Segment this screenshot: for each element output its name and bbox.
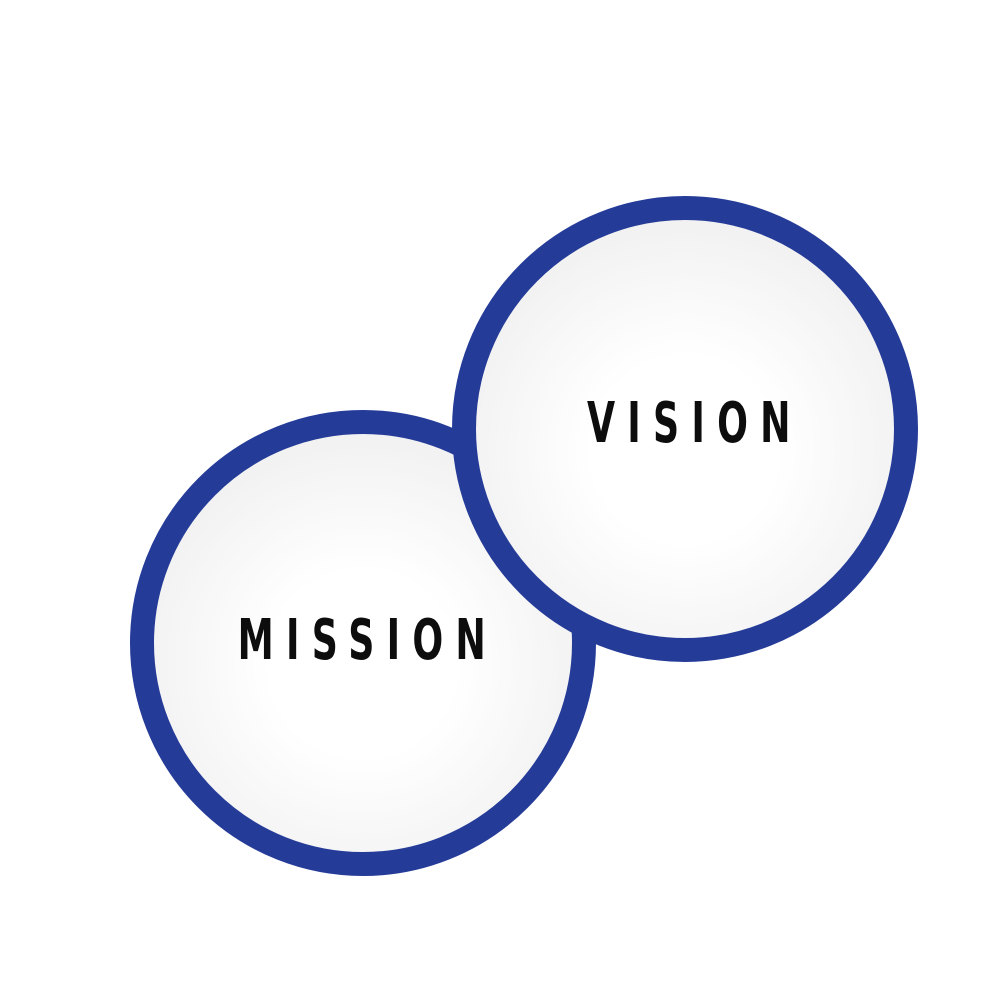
mission-label: MISSION	[237, 608, 499, 673]
vision-circle: VISION	[452, 196, 918, 662]
vision-label: VISION	[587, 391, 803, 456]
